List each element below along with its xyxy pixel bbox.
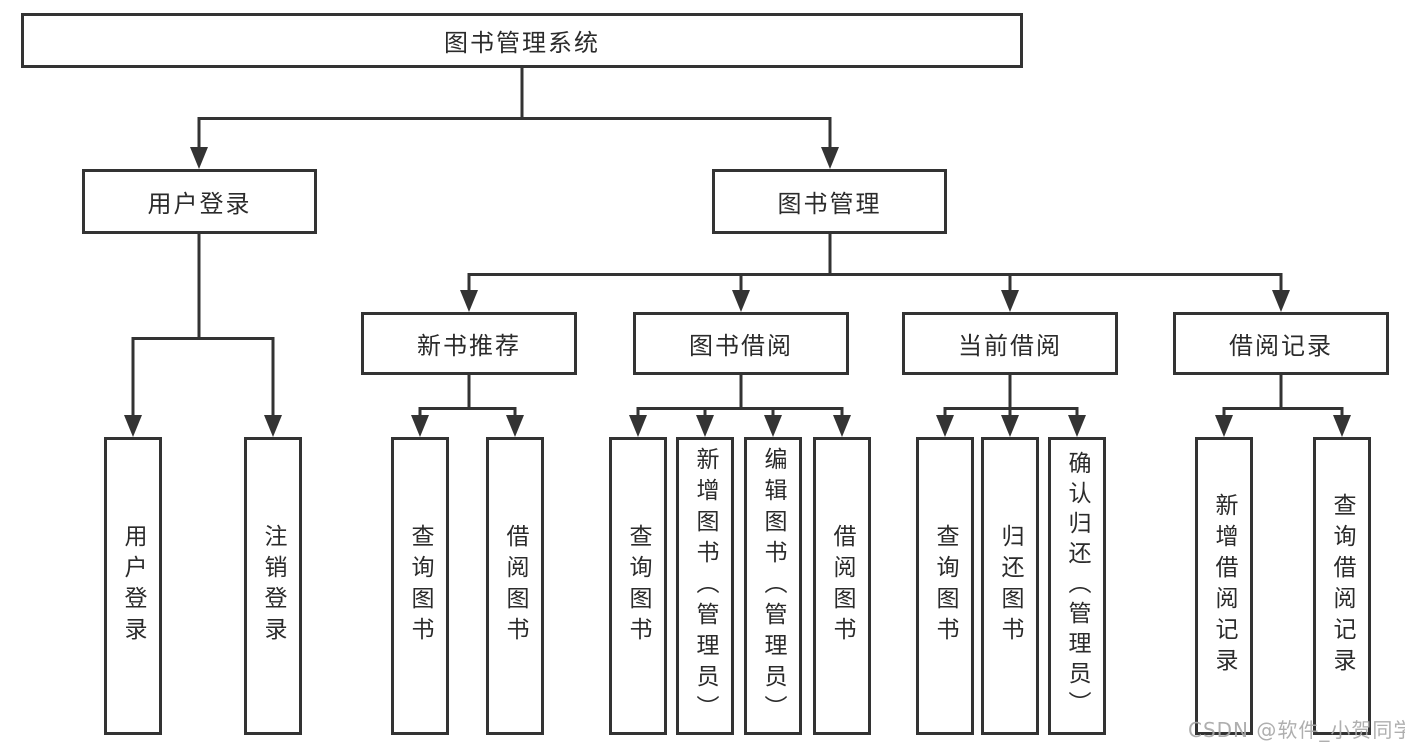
node-system: 图书管理系统 — [21, 13, 1023, 68]
connector-new-book-rec-branch — [418, 375, 517, 419]
arrowhead-icon — [460, 290, 478, 312]
connector-book-mgmt-branch — [467, 234, 1283, 294]
connector-borrow-records-branch — [1222, 375, 1344, 419]
arrowhead-icon — [506, 415, 524, 437]
connector-line — [131, 234, 275, 419]
connector-current-borrow-arrowheads — [936, 415, 1086, 437]
node-label: 确认归还（管理员） — [1064, 451, 1090, 721]
node-label: 借阅图书 — [502, 524, 528, 648]
connector-line — [1222, 375, 1344, 419]
arrowhead-icon — [1215, 415, 1233, 437]
arrowhead-icon — [411, 415, 429, 437]
node-label: 图书管理 — [777, 190, 882, 218]
node-new-book-recommend: 新书推荐 — [361, 312, 577, 375]
node-leaf-add-borrow-record: 新增借阅记录 — [1195, 437, 1253, 735]
arrowhead-icon — [821, 147, 839, 169]
node-label: 归还图书 — [997, 524, 1023, 648]
node-label: 查询借阅记录 — [1329, 493, 1355, 679]
arrowhead-icon — [190, 147, 208, 169]
node-book-borrow: 图书借阅 — [633, 312, 849, 375]
csdn-watermark: CSDN @软件_小贺同学 — [1188, 718, 1405, 742]
node-leaf-query-book-2: 查询图书 — [609, 437, 667, 735]
node-label: 新增图书（管理员） — [692, 446, 718, 726]
connector-user-login-branch — [131, 234, 275, 419]
arrowhead-icon — [936, 415, 954, 437]
connector-root-arrowheads — [190, 147, 839, 169]
node-label: 查询图书 — [407, 524, 433, 648]
arrowhead-icon — [1333, 415, 1351, 437]
node-label: 新书推荐 — [417, 332, 521, 360]
node-label: 新增借阅记录 — [1211, 493, 1237, 679]
node-label: 查询图书 — [932, 524, 958, 648]
node-label: 当前借阅 — [958, 332, 1062, 360]
arrowhead-icon — [833, 415, 851, 437]
connector-line — [467, 234, 1283, 294]
node-label: 注销登录 — [260, 524, 286, 648]
node-leaf-query-book-1: 查询图书 — [391, 437, 449, 735]
arrowhead-icon — [1001, 415, 1019, 437]
arrowhead-icon — [264, 415, 282, 437]
node-user-login: 用户登录 — [82, 169, 317, 234]
arrowhead-icon — [1001, 290, 1019, 312]
node-current-borrow: 当前借阅 — [902, 312, 1118, 375]
node-leaf-confirm-return-admin: 确认归还（管理员） — [1048, 437, 1106, 735]
connector-line — [636, 375, 844, 419]
node-leaf-query-borrow-record: 查询借阅记录 — [1313, 437, 1371, 735]
connector-root-branch — [197, 68, 832, 151]
node-label: 查询图书 — [625, 524, 651, 648]
node-leaf-user-login: 用户登录 — [104, 437, 162, 735]
connector-line — [418, 375, 517, 419]
connector-book-borrow-branch — [636, 375, 844, 419]
arrowhead-icon — [629, 415, 647, 437]
arrowhead-icon — [1272, 290, 1290, 312]
arrowhead-icon — [124, 415, 142, 437]
connector-line — [197, 68, 832, 151]
node-leaf-add-book-admin: 新增图书（管理员） — [676, 437, 734, 735]
node-label: 编辑图书（管理员） — [760, 446, 786, 726]
arrowhead-icon — [1068, 415, 1086, 437]
connector-book-mgmt-arrowheads — [460, 290, 1290, 312]
node-label: 图书管理系统 — [444, 29, 600, 57]
arrowhead-icon — [696, 415, 714, 437]
node-leaf-logout: 注销登录 — [244, 437, 302, 735]
node-label: 用户登录 — [147, 190, 252, 218]
connector-line — [943, 375, 1079, 419]
arrowhead-icon — [764, 415, 782, 437]
node-leaf-borrow-book-2: 借阅图书 — [813, 437, 871, 735]
node-label: 借阅记录 — [1229, 332, 1333, 360]
node-book-management: 图书管理 — [712, 169, 947, 234]
node-label: 借阅图书 — [829, 524, 855, 648]
node-leaf-edit-book-admin: 编辑图书（管理员） — [744, 437, 802, 735]
node-leaf-borrow-book-1: 借阅图书 — [486, 437, 544, 735]
node-borrow-records: 借阅记录 — [1173, 312, 1389, 375]
connector-current-borrow-branch — [943, 375, 1079, 419]
connector-user-login-arrowheads — [124, 415, 282, 437]
arrowhead-icon — [732, 290, 750, 312]
connector-borrow-records-arrowheads — [1215, 415, 1351, 437]
node-label: 用户登录 — [120, 524, 146, 648]
connector-new-book-rec-arrowheads — [411, 415, 524, 437]
node-leaf-query-book-3: 查询图书 — [916, 437, 974, 735]
node-leaf-return-book: 归还图书 — [981, 437, 1039, 735]
node-label: 图书借阅 — [689, 332, 793, 360]
connector-book-borrow-arrowheads — [629, 415, 851, 437]
